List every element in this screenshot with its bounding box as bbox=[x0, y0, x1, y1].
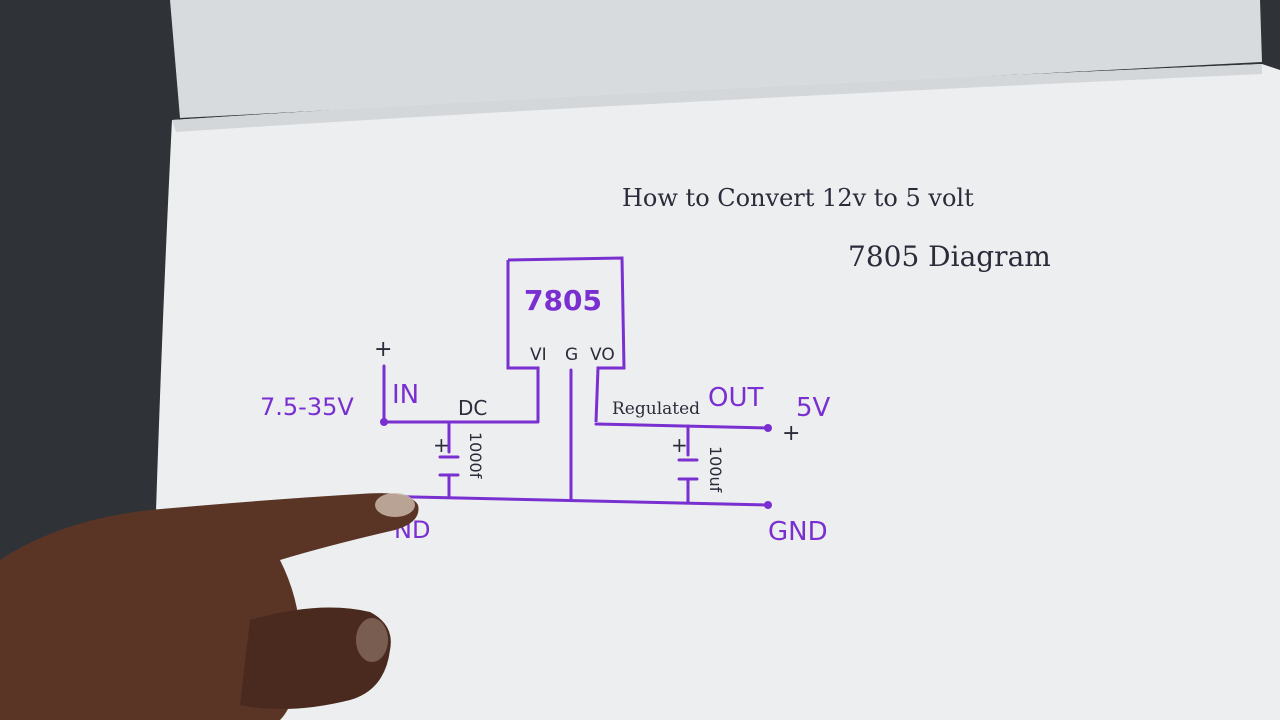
notebook-page bbox=[150, 64, 1280, 720]
gnd-terminal-dot bbox=[764, 501, 772, 509]
regulator-name: 7805 bbox=[524, 284, 602, 317]
input-dc-label: DC bbox=[458, 396, 487, 420]
regulator-7805 bbox=[506, 256, 626, 423]
output-cap-value: 100uf bbox=[706, 446, 725, 493]
input-cap-plus: + bbox=[433, 433, 450, 457]
input-label: IN bbox=[392, 380, 419, 410]
output-terminal-dot bbox=[764, 424, 772, 432]
pin-vi-label: VI bbox=[530, 345, 547, 365]
output-gnd-label: GND bbox=[768, 517, 828, 547]
circuit-wires bbox=[370, 364, 770, 507]
heading-line-2: 7805 Diagram bbox=[848, 240, 1051, 273]
page-edge-shadow bbox=[172, 64, 1262, 132]
input-cap-value: 1000f bbox=[466, 432, 485, 479]
input-voltage-range: 7.5-35V bbox=[260, 393, 354, 421]
output-label: OUT bbox=[708, 383, 763, 413]
output-cap-plus: + bbox=[671, 433, 688, 457]
pin-gnd-label: G bbox=[565, 345, 578, 365]
output-regulated-label: Regulated bbox=[612, 399, 700, 419]
heading-line-1: How to Convert 12v to 5 volt bbox=[622, 184, 974, 212]
back-page bbox=[170, 0, 1262, 118]
pin-vo-label: VO bbox=[590, 345, 615, 365]
input-terminal-dot bbox=[380, 418, 388, 426]
input-plus: + bbox=[374, 337, 392, 362]
output-voltage: 5V bbox=[796, 393, 831, 423]
output-plus: + bbox=[782, 421, 800, 446]
pointing-hand bbox=[0, 493, 419, 720]
